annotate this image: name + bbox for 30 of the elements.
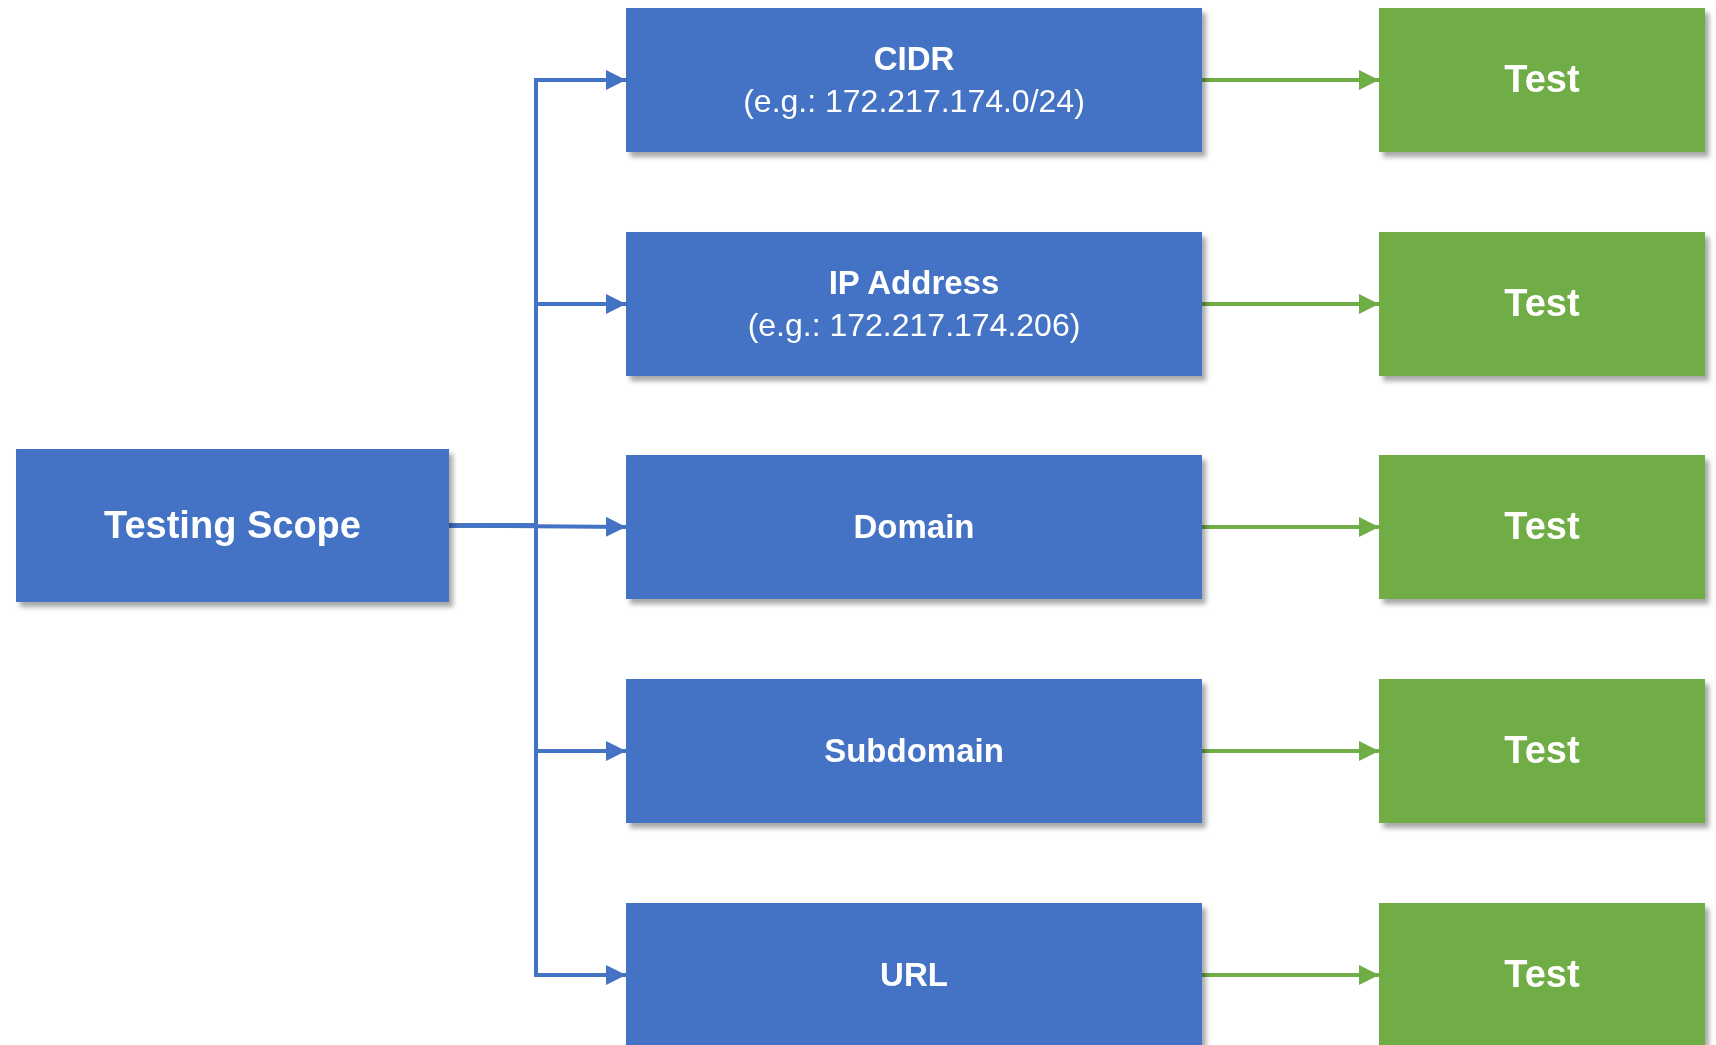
arrow — [449, 523, 626, 985]
arrow — [1202, 294, 1379, 314]
scope-box — [626, 455, 1202, 599]
example-text: (e.g.: 172.217.174.0/24) — [743, 81, 1085, 121]
node-title: Testing Scope — [104, 502, 361, 548]
test-box — [1379, 679, 1705, 823]
test-box — [1379, 903, 1705, 1045]
scope-box — [626, 232, 1202, 376]
node-title: Domain — [853, 506, 975, 547]
node-title: Test — [1504, 57, 1580, 103]
arrow — [1202, 965, 1379, 985]
arrow — [1202, 70, 1379, 90]
arrow — [1202, 517, 1379, 537]
node-title: Test — [1504, 728, 1580, 774]
scope-box — [626, 903, 1202, 1045]
node-title: CIDR — [873, 38, 955, 79]
node-title: Subdomain — [824, 730, 1004, 771]
node-title: Test — [1504, 952, 1580, 998]
scope-box — [16, 449, 449, 602]
test-box — [1379, 455, 1705, 599]
test-box — [1379, 232, 1705, 376]
node-title: IP Address — [828, 262, 1000, 303]
node-title: URL — [880, 954, 948, 995]
node-title: Test — [1504, 281, 1580, 327]
node-title: Test — [1504, 504, 1580, 550]
scope-box — [626, 8, 1202, 152]
scope-box — [626, 679, 1202, 823]
example-text: (e.g.: 172.217.174.206) — [747, 305, 1081, 345]
test-box — [1379, 8, 1705, 152]
arrow — [1202, 741, 1379, 761]
